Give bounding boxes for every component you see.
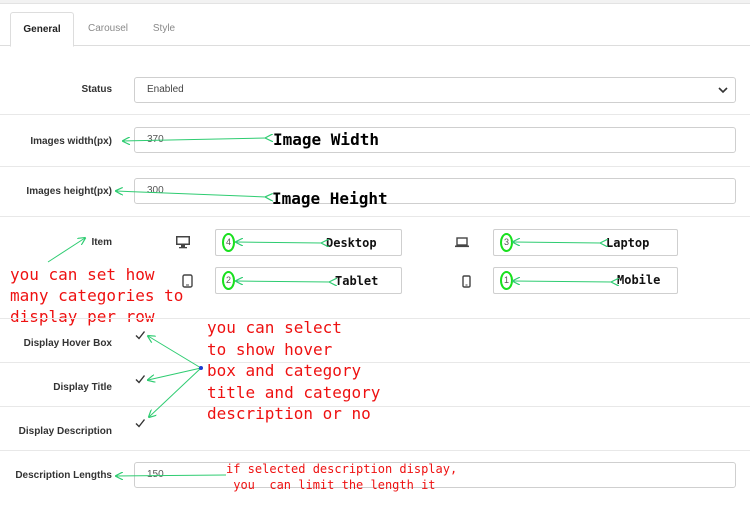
display-title-checkbox[interactable] [134, 373, 146, 385]
display-title-label: Display Title [53, 382, 112, 393]
images-height-input[interactable]: 300 [134, 178, 736, 204]
tablet-annotation: Tablet [335, 274, 379, 288]
tablet-count: 2 [222, 271, 235, 290]
divider [0, 114, 750, 115]
status-value: Enabled [147, 84, 184, 95]
divider [0, 362, 750, 363]
tab-general[interactable]: General [10, 12, 74, 47]
display-annotation: you can select to show hover box and cat… [207, 318, 381, 423]
top-border [0, 0, 750, 4]
item-label: Item [91, 237, 112, 248]
display-description-label: Display Description [18, 426, 112, 437]
display-hover-box-checkbox[interactable] [134, 329, 146, 341]
image-height-annotation: Image Height [272, 189, 388, 208]
description-lengths-annotation: if selected description display, you can… [226, 462, 458, 492]
display-hover-box-label: Display Hover Box [23, 338, 112, 349]
images-width-label: Images width(px) [30, 136, 112, 147]
tab-bar: General Carousel Style [0, 12, 750, 47]
tab-style[interactable]: Style [152, 23, 176, 34]
image-width-annotation: Image Width [273, 130, 379, 149]
laptop-items-input[interactable] [493, 229, 678, 256]
divider [0, 450, 750, 451]
laptop-annotation: Laptop [606, 236, 650, 250]
mobile-annotation: Mobile [617, 273, 661, 287]
images-height-label: Images height(px) [26, 186, 112, 197]
divider [0, 318, 750, 319]
status-select[interactable]: Enabled [134, 77, 736, 103]
divider [0, 216, 750, 217]
tab-carousel[interactable]: Carousel [87, 23, 129, 34]
images-width-input[interactable]: 370 [134, 127, 736, 153]
divider [0, 406, 750, 407]
tablet-icon [182, 274, 193, 288]
desktop-icon [176, 236, 190, 249]
laptop-icon [455, 237, 469, 248]
mobile-icon [462, 275, 471, 288]
description-lengths-label: Description Lengths [15, 470, 112, 481]
display-description-checkbox[interactable] [134, 417, 146, 429]
divider [0, 166, 750, 167]
chevron-down-icon [718, 87, 728, 94]
mobile-count: 1 [500, 271, 513, 290]
desktop-count: 4 [222, 233, 235, 252]
status-label: Status [81, 84, 112, 95]
desktop-annotation: Desktop [326, 236, 377, 250]
laptop-count: 3 [500, 233, 513, 252]
item-annotation: you can set how many categories to displ… [10, 265, 184, 326]
